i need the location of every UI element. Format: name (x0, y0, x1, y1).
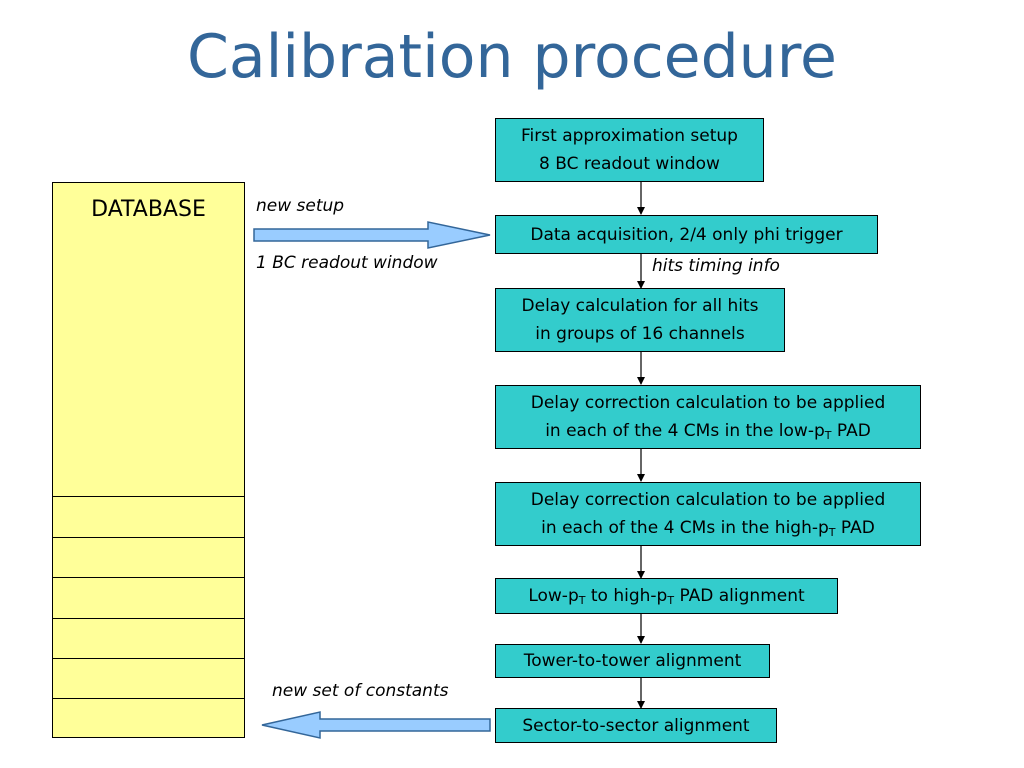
database-slot-divider (53, 537, 244, 538)
step-line: First approximation setup (521, 126, 738, 146)
page-title: Calibration procedure (187, 22, 837, 92)
hits-timing-note: hits timing info (652, 256, 780, 276)
new-constants-arrow (261, 711, 491, 739)
database-slot-divider (53, 698, 244, 699)
new-constants-note: new set of constants (272, 681, 449, 701)
database-slot-divider (53, 658, 244, 659)
new-setup-arrow (253, 221, 491, 249)
step-high-pt-correction: Delay correction calculation to be appli… (495, 482, 921, 546)
step-line: Low-pT to high-pT PAD alignment (528, 586, 805, 607)
step-line: Delay correction calculation to be appli… (530, 393, 886, 413)
step-data-acquisition: Data acquisition, 2/4 only phi trigger (495, 215, 878, 254)
database-slot-divider (53, 496, 244, 497)
step-pad-alignment: Low-pT to high-pT PAD alignment (495, 578, 838, 614)
step-line: Delay calculation for all hits (521, 296, 759, 316)
step-low-pt-correction: Delay correction calculation to be appli… (495, 385, 921, 449)
step-line: in each of the 4 CMs in the low-pT PAD (545, 421, 871, 442)
new-setup-note: new setup (256, 196, 345, 216)
step-line: in groups of 16 channels (535, 324, 745, 344)
step-tower-alignment: Tower-to-tower alignment (495, 644, 770, 678)
database-slot-divider (53, 577, 244, 578)
bc-window-note: 1 BC readout window (256, 253, 438, 273)
step-first-approximation: First approximation setup 8 BC readout w… (495, 118, 764, 182)
step-line: Data acquisition, 2/4 only phi trigger (530, 224, 843, 245)
database-label: DATABASE (91, 197, 206, 222)
step-line: in each of the 4 CMs in the high-pT PAD (541, 518, 875, 539)
step-line: Delay correction calculation to be appli… (530, 490, 886, 510)
step-sector-alignment: Sector-to-sector alignment (495, 708, 777, 743)
step-delay-calculation: Delay calculation for all hits in groups… (495, 288, 785, 352)
database-block: DATABASE (52, 182, 245, 738)
database-slot-divider (53, 618, 244, 619)
step-line: Sector-to-sector alignment (522, 715, 750, 736)
step-line: 8 BC readout window (539, 154, 720, 174)
step-line: Tower-to-tower alignment (523, 651, 742, 671)
